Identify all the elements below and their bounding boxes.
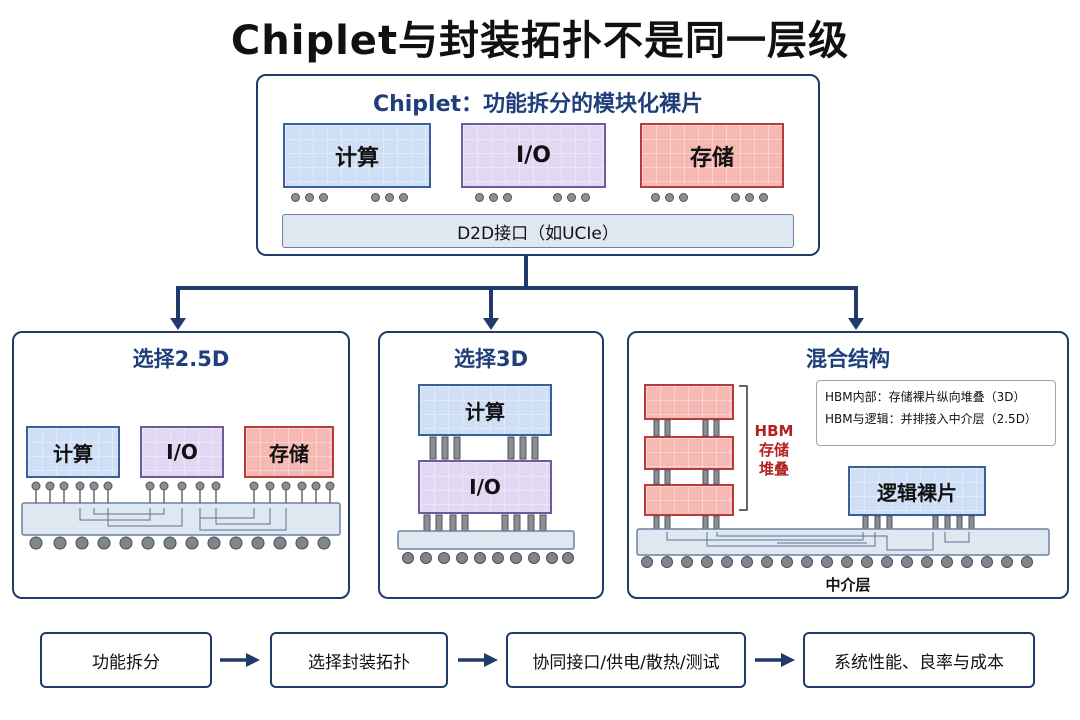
- hbm-die-1: [644, 384, 734, 420]
- hybrid-note-box: HBM内部：存储裸片纵向堆叠（3D） HBM与逻辑：并排接入中介层（2.5D）: [816, 380, 1056, 446]
- hbm-die-3: [644, 484, 734, 516]
- compute-die-3d: 计算: [418, 384, 552, 436]
- stack-3d-drawing: [397, 436, 575, 564]
- chiplet-panel-title: Chiplet：功能拆分的模块化裸片: [372, 92, 704, 117]
- hbm-label-line-3: 堆叠: [758, 460, 789, 478]
- io-die-3d: I/O: [418, 460, 552, 514]
- memory-die-2-5d: 存储: [244, 426, 334, 478]
- flow-step-4: 系统性能、良率与成本: [803, 632, 1035, 688]
- page-title: Chiplet与封装拓扑不是同一层级: [230, 18, 850, 64]
- hbm-stack-label: HBM 存储 堆叠: [752, 422, 796, 479]
- flow-step-1: 功能拆分: [40, 632, 212, 688]
- compute-die-2-5d: 计算: [26, 426, 120, 478]
- hbm-label-line-2: 存储: [758, 441, 789, 459]
- logic-die: 逻辑裸片: [848, 466, 986, 516]
- io-die-2-5d: I/O: [140, 426, 224, 478]
- note-line-1: HBM内部：存储裸片纵向堆叠（3D）: [825, 390, 1026, 404]
- panel-hybrid-title: 混合结构: [806, 347, 890, 371]
- panel-3d-title: 选择3D: [453, 347, 529, 371]
- io-chiplet: I/O: [461, 123, 606, 188]
- panel-2-5d-title: 选择2.5D: [132, 347, 230, 371]
- compute-chiplet: 计算: [283, 123, 431, 188]
- flow-step-2: 选择封装拓扑: [270, 632, 448, 688]
- hybrid-drawing: [636, 385, 1050, 568]
- hbm-label-line-1: HBM: [754, 422, 794, 440]
- hbm-die-2: [644, 436, 734, 470]
- d2d-interface-bar: D2D接口（如UCIe）: [282, 214, 794, 248]
- memory-chiplet: 存储: [640, 123, 784, 188]
- flow-step-3: 协同接口/供电/散热/测试: [506, 632, 746, 688]
- interposer-label: 中介层: [825, 576, 871, 594]
- interposer-2-5d-drawing: [21, 481, 341, 550]
- note-line-2: HBM与逻辑：并排接入中介层（2.5D）: [825, 412, 1037, 426]
